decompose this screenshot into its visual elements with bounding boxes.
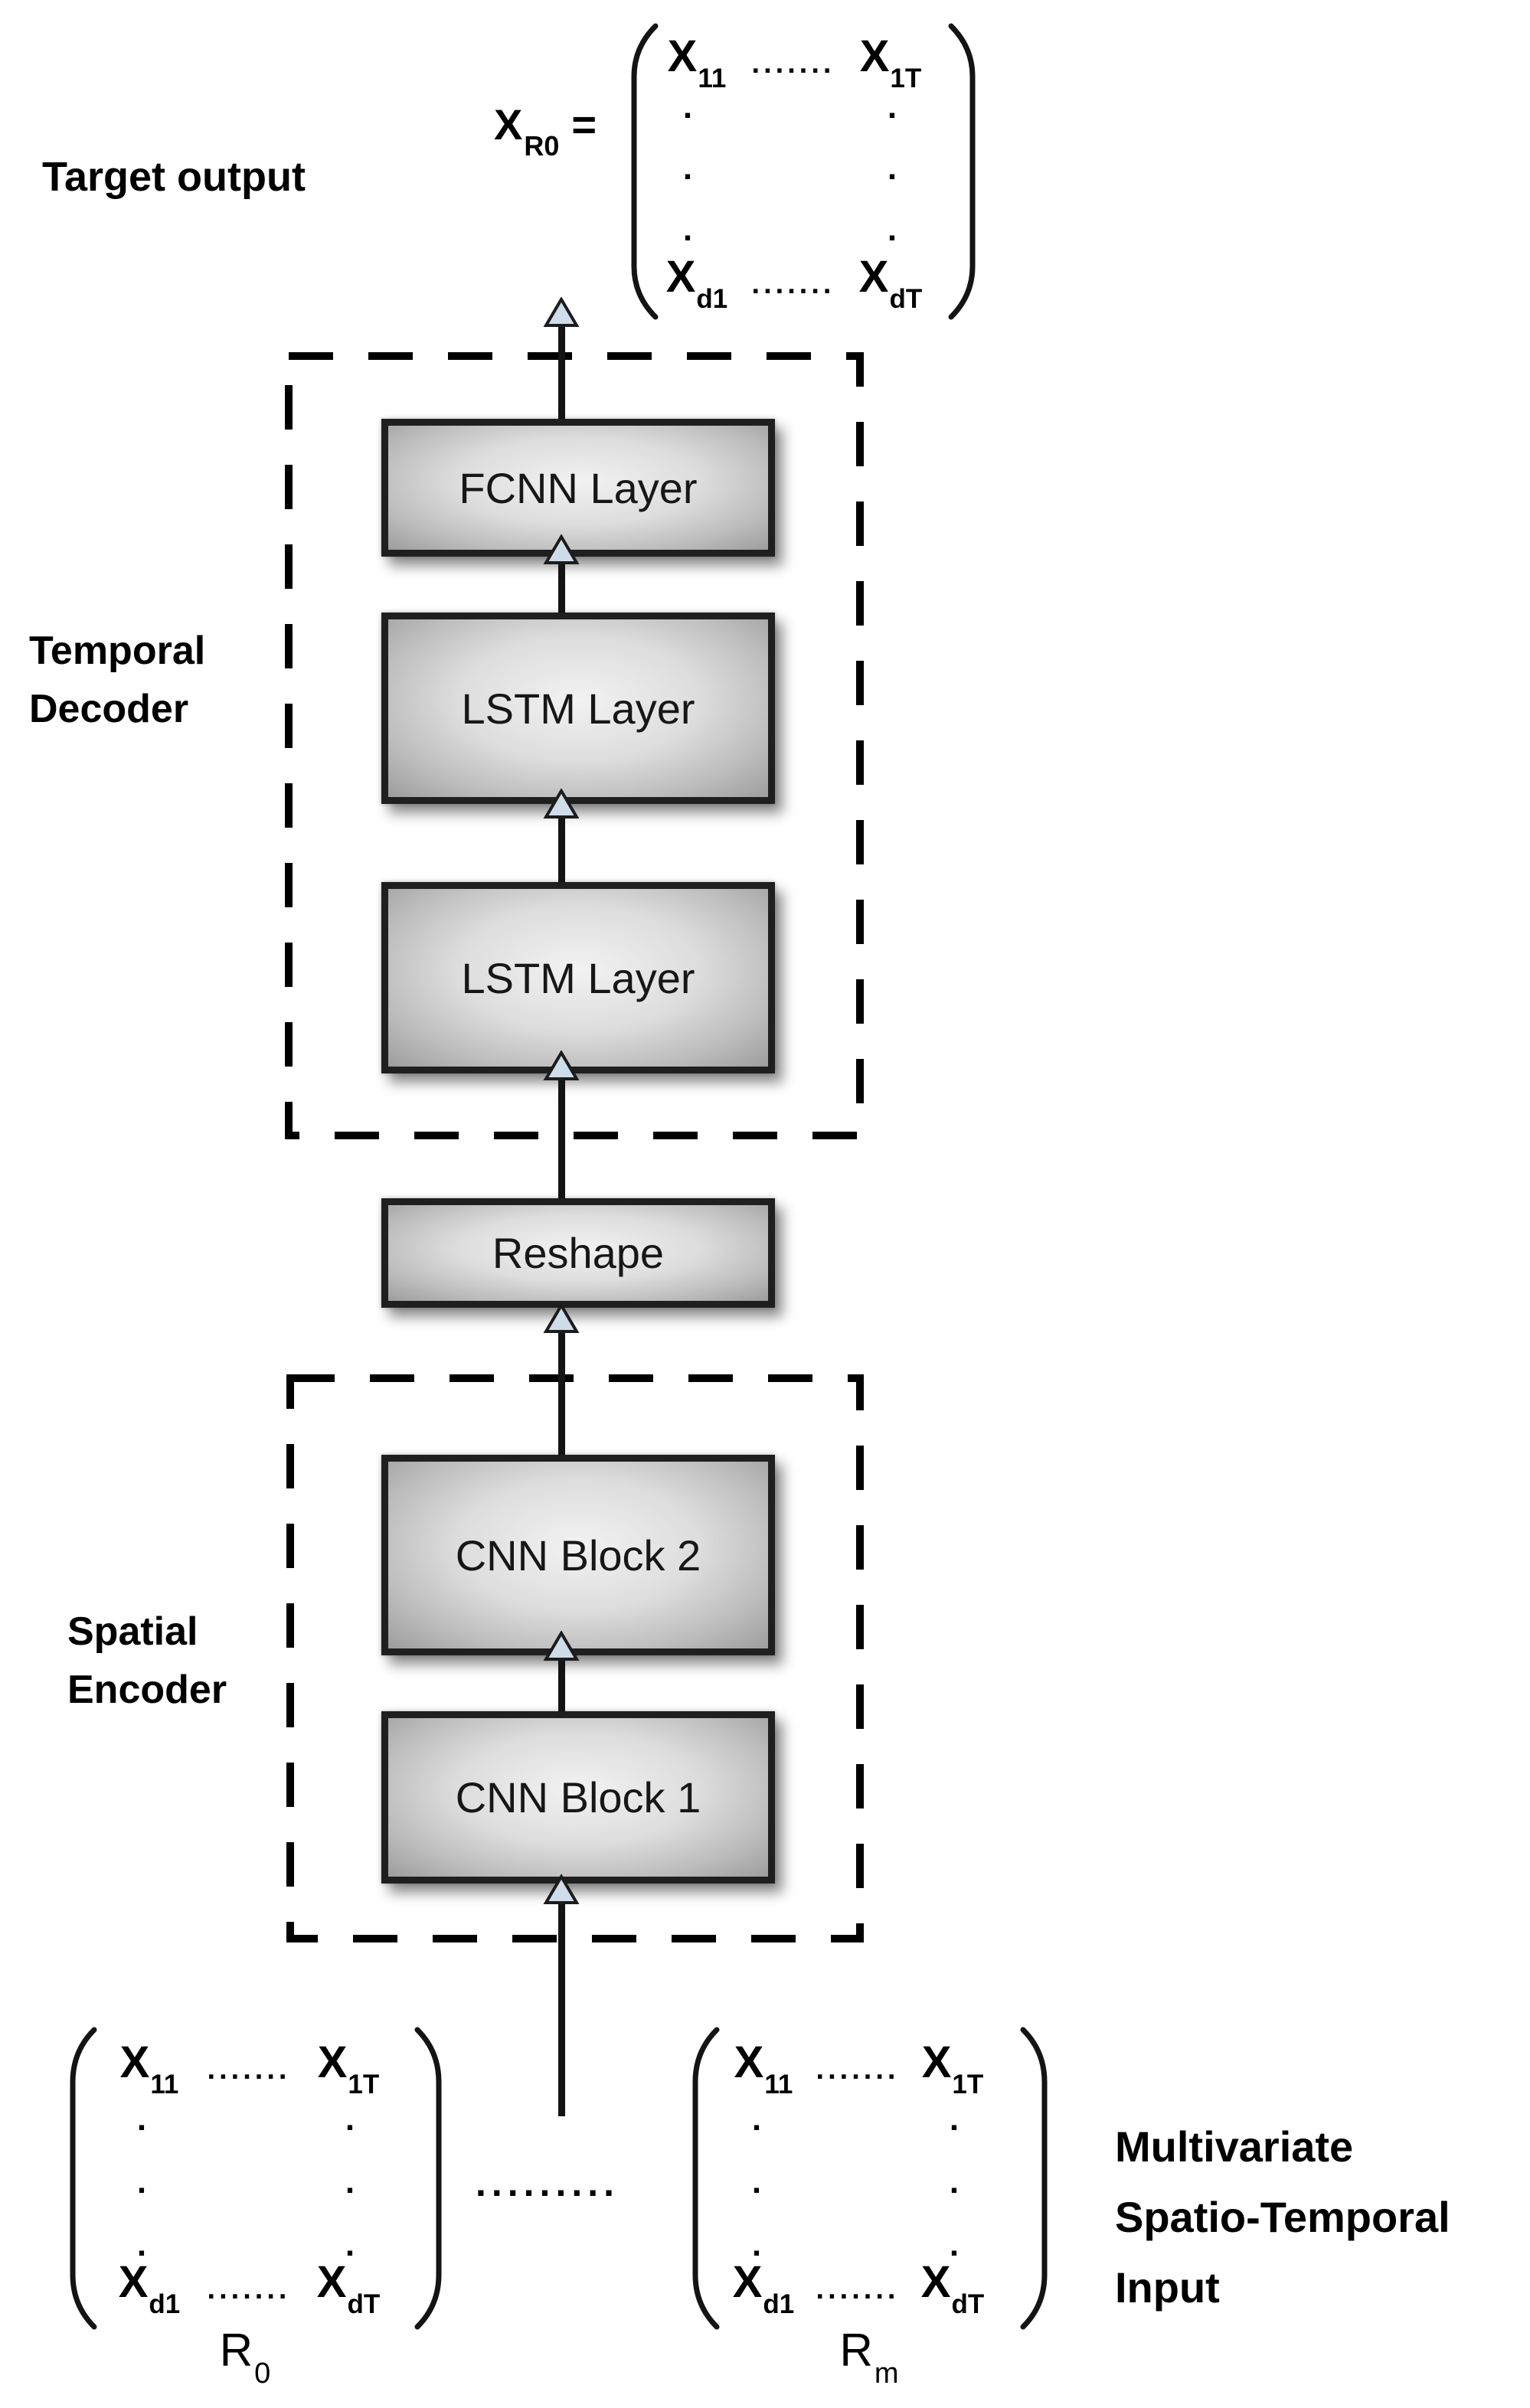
arrow-to-target-output-icon (543, 297, 580, 419)
arrow-reshape-to-decoder-icon (543, 1050, 580, 1198)
equals-sign: = (571, 100, 597, 149)
matrix-cell: Xd1 (118, 2257, 181, 2319)
matrix-row-dots: ....... (751, 47, 835, 80)
input-matrix-r0: X11 ....... X1T ... ... Xd1 ....... XdT (65, 2025, 446, 2331)
matrix-cell: X1T (859, 31, 922, 93)
arrow-cnn1-to-cnn2-icon (543, 1631, 580, 1711)
left-paren-icon (631, 23, 659, 320)
matrix-row-dots: ....... (207, 2273, 291, 2305)
right-paren-icon (414, 2027, 442, 2330)
input-matrix-rm: X11 ....... X1T ... ... Xd1 ....... XdT (688, 2025, 1052, 2331)
fcnn-layer-block: FCNN Layer (381, 419, 775, 557)
matrix-column-dots: ... (682, 88, 693, 248)
temporal-decoder-box (285, 352, 864, 1139)
matrix-column-dots: ... (751, 2100, 762, 2263)
arrow-lstm-to-lstm-icon (543, 789, 580, 882)
matrix-cell: XdT (920, 2257, 985, 2319)
matrix-cell: X11 (734, 2037, 793, 2099)
matrix-cell: X1T (921, 2037, 984, 2099)
matrix-column-dots: ... (136, 2100, 147, 2263)
multivariate-input-label: Multivariate Spatio-Temporal Input (1115, 2122, 1450, 2312)
target-output-label: Target output (42, 154, 306, 200)
lstm-layer-upper-block: LSTM Layer (381, 613, 775, 804)
target-output-matrix: X11 ....... X1T ... ... Xd1 ....... XdT (626, 21, 980, 322)
matrix-cell: X11 (667, 31, 727, 93)
left-paren-icon (692, 2027, 720, 2330)
arrow-encoder-to-reshape-icon (543, 1303, 580, 1455)
matrix-separator-dots: ......... (475, 2161, 620, 2204)
region-label-r0: R0 (219, 2325, 271, 2390)
equation-subscript: R0 (524, 130, 560, 162)
matrix-row-dots: ....... (816, 2053, 900, 2086)
matrix-cell: X11 (119, 2037, 179, 2099)
matrix-column-dots: ... (345, 2100, 355, 2263)
arrow-lstm-to-fcnn-icon (543, 534, 580, 613)
matrix-cell: XdT (858, 252, 923, 314)
matrix-column-dots: ... (949, 2100, 960, 2263)
spatial-encoder-label: Spatial Encoder (67, 1609, 227, 1712)
lstm-layer-lower-block: LSTM Layer (381, 882, 775, 1073)
matrix-column-dots: ... (887, 88, 897, 248)
equation-symbol: X (494, 100, 523, 149)
reshape-block: Reshape (381, 1198, 775, 1308)
matrix-row-dots: ....... (751, 268, 835, 300)
right-paren-icon (1020, 2027, 1048, 2330)
matrix-cell: Xd1 (732, 2257, 795, 2319)
cnn-block-1: CNN Block 1 (381, 1711, 775, 1884)
cnn-block-2: CNN Block 2 (381, 1455, 775, 1655)
matrix-cell: XdT (316, 2257, 381, 2319)
matrix-cell: X1T (317, 2037, 380, 2099)
matrix-row-dots: ....... (816, 2273, 900, 2305)
right-paren-icon (948, 23, 976, 320)
matrix-cell: Xd1 (665, 252, 728, 314)
region-label-rm: Rm (839, 2325, 899, 2390)
left-paren-icon (70, 2027, 97, 2330)
arrow-input-to-encoder-icon (543, 1874, 580, 2116)
matrix-row-dots: ....... (207, 2053, 291, 2086)
temporal-decoder-label: Temporal Decoder (29, 629, 206, 731)
target-output-equation: XR0 = (494, 100, 597, 162)
